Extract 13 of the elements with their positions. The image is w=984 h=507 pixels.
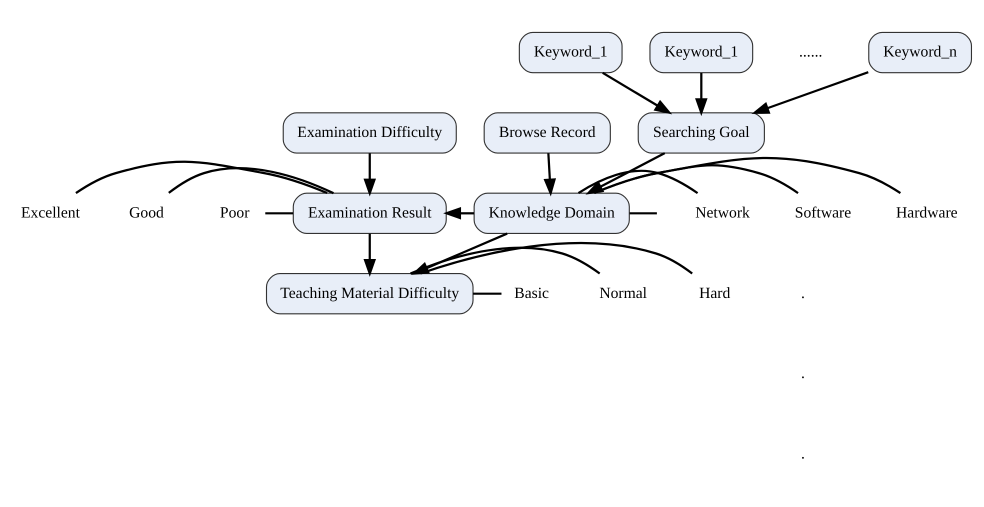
node-text: Network: [695, 204, 750, 222]
node-text: Basic: [514, 284, 549, 302]
label: .: [800, 284, 805, 302]
node-text: Excellent: [21, 204, 80, 222]
label: ......: [799, 44, 822, 61]
node-text: Good: [129, 204, 164, 222]
node-text: Poor: [220, 204, 250, 222]
node-text: Hardware: [896, 204, 958, 222]
node-text: Hard: [699, 284, 730, 302]
label: .: [800, 365, 805, 382]
node-text: Software: [794, 204, 852, 222]
label: .: [800, 446, 805, 463]
node-text: Normal: [599, 284, 648, 302]
